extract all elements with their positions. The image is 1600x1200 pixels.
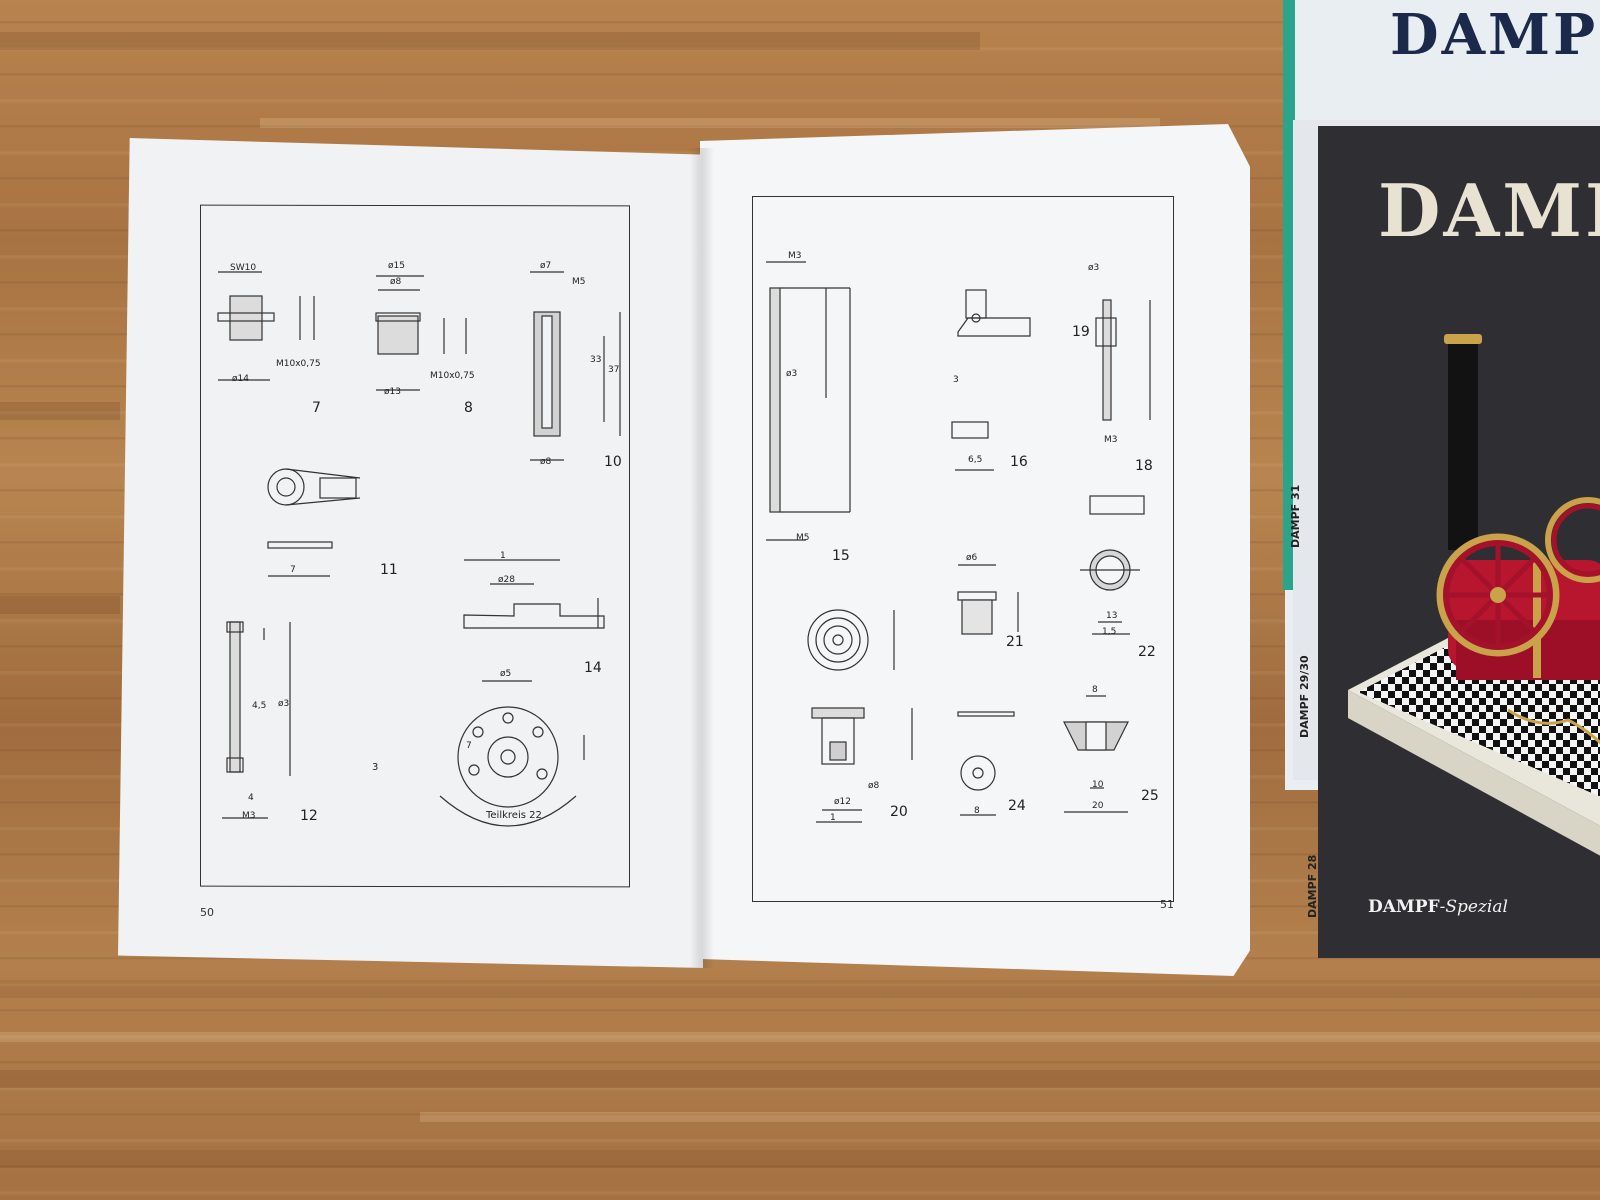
footer-subtitle: -Spezial <box>1439 897 1508 917</box>
dimension-label: 4,5 <box>252 701 266 711</box>
dimension-label: M5 <box>572 277 586 287</box>
part-number-8: 8 <box>464 400 473 416</box>
dimension-label: 7 <box>290 565 296 575</box>
part-number-21: 21 <box>1006 634 1024 650</box>
part-number-10: 10 <box>604 454 622 470</box>
part-number-20: 20 <box>890 804 908 820</box>
page-number-left: 50 <box>200 906 214 919</box>
dimension-label: 4 <box>248 793 254 803</box>
part-number-15: 15 <box>832 548 850 564</box>
dimension-label: 13 <box>1106 611 1117 621</box>
dimension-label: M3 <box>788 251 802 261</box>
dimension-label: 1,5 <box>1102 627 1116 637</box>
magazine-footer: DAMPF-Spezial <box>1368 897 1508 917</box>
dimension-label: ø3 <box>786 369 797 379</box>
right-drawing-frame <box>752 196 1174 902</box>
dimension-label: ø6 <box>966 553 978 563</box>
dimension-sw10: SW10 <box>230 263 256 273</box>
magazine-back-title: DAMPF <box>1390 2 1600 68</box>
steam-engine-photo <box>1348 334 1600 856</box>
dimension-label: ø14 <box>232 374 249 384</box>
dimension-label: ø8 <box>868 781 880 791</box>
dimension-label: 1 <box>500 551 506 561</box>
dimension-label: ø8 <box>390 277 402 287</box>
dimension-label: M5 <box>796 533 810 543</box>
right-page <box>700 124 1250 976</box>
dimension-label: 3 <box>953 375 959 385</box>
dimension-label: 37 <box>608 365 619 375</box>
book-gutter <box>690 148 714 968</box>
part-number-7: 7 <box>312 400 321 416</box>
dimension-label: ø8 <box>540 457 552 467</box>
dimension-label: 7 <box>466 741 472 751</box>
magazine-back-spine <box>1283 0 1295 590</box>
part-number-24: 24 <box>1008 798 1026 814</box>
dimension-label: ø15 <box>388 261 405 271</box>
part-number-18: 18 <box>1135 458 1153 474</box>
part-number-12: 12 <box>300 808 318 824</box>
page-number-right: 51 <box>1160 898 1174 911</box>
dimension-label: 8 <box>974 806 980 816</box>
dimension-label: 6,5 <box>968 455 982 465</box>
dimension-label: 33 <box>590 355 601 365</box>
dimension-label: M3 <box>1104 435 1118 445</box>
dimension-label: 8 <box>1092 685 1098 695</box>
dimension-label: ø28 <box>498 575 515 585</box>
dimension-label: M10x0,75 <box>276 359 321 369</box>
footer-brand: DAMPF <box>1368 897 1440 917</box>
dimension-label: M3 <box>242 811 256 821</box>
angle-label: Teilkreis 22 <box>485 810 542 821</box>
dimension-label: ø13 <box>384 387 401 397</box>
dimension-label: 1 <box>830 813 836 823</box>
dimension-label: 10 <box>1092 780 1104 790</box>
dimension-label: M10x0,75 <box>430 371 475 381</box>
dimension-label: ø12 <box>834 797 851 807</box>
dimension-label: ø3 <box>278 699 289 709</box>
teilkreis-label: 3 <box>372 762 378 773</box>
part-number-19: 19 <box>1072 324 1090 340</box>
dimension-label: ø7 <box>540 261 551 271</box>
dimension-label: ø3 <box>1088 263 1099 273</box>
part-number-14: 14 <box>584 660 602 676</box>
magazine-front-title: DAMPF <box>1378 168 1600 253</box>
dimension-label: ø5 <box>500 669 511 679</box>
part-number-11: 11 <box>380 562 398 578</box>
part-number-22: 22 <box>1138 644 1156 660</box>
dimension-label: 20 <box>1092 801 1104 811</box>
part-number-25: 25 <box>1141 788 1159 804</box>
part-number-16: 16 <box>1010 454 1028 470</box>
